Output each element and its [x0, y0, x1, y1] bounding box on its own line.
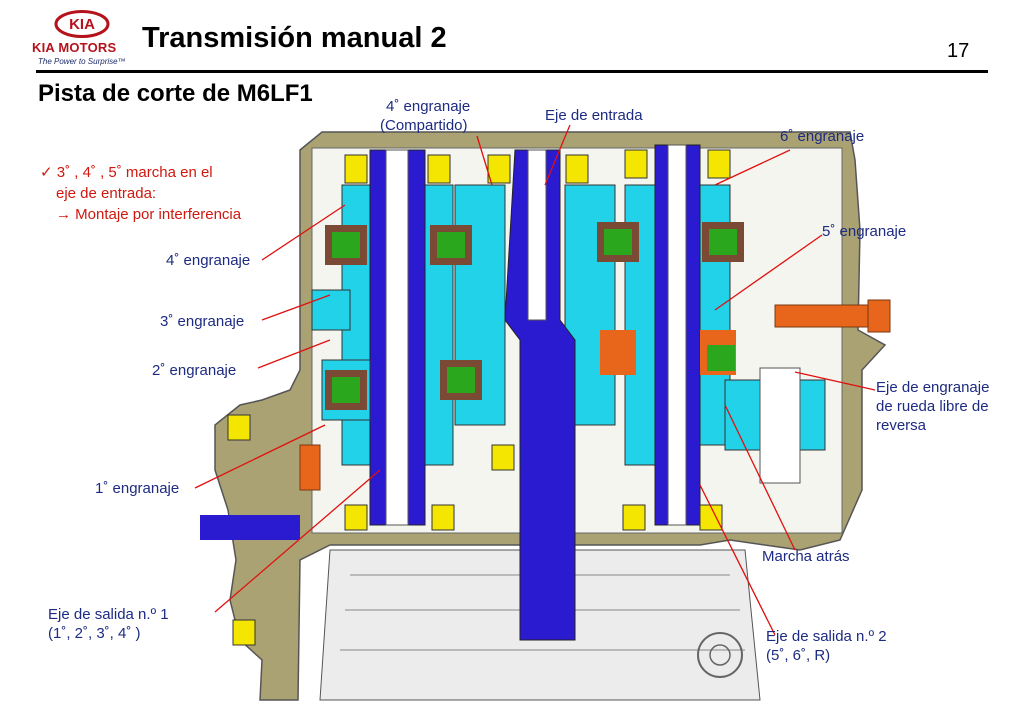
- label-gear3: 3˚ engranaje: [160, 313, 245, 330]
- label-gear4-shared: 4˚ engranaje (Compartido): [380, 98, 471, 134]
- slide-subtitle: Pista de corte de M6LF1: [38, 80, 313, 107]
- bearings: [227, 149, 731, 646]
- page-number: 17: [947, 40, 970, 62]
- label-input-shaft: Eje de entrada: [545, 107, 643, 124]
- label-gear1: 1˚ engranaje: [95, 480, 180, 497]
- title-divider: [36, 70, 988, 73]
- note-line-1: ✓ 3˚ , 4˚ , 5˚ marcha en el: [40, 164, 213, 181]
- logo-tagline: The Power to Surprise™: [38, 57, 126, 66]
- label-output-shaft-2: Eje de salida n.º 2 (5˚, 6˚, R): [766, 628, 887, 664]
- output-shaft-2: [624, 144, 826, 526]
- note-line-2: eje de entrada:: [56, 185, 157, 202]
- synchronizers: [325, 222, 744, 410]
- interference-fit-note: ✓ 3˚ , 4˚ , 5˚ marcha en el eje de entra…: [40, 162, 241, 225]
- logo-brand-word: KIA: [69, 16, 95, 33]
- label-gear2: 2˚ engranaje: [152, 362, 237, 379]
- label-output-shaft-1: Eje de salida n.º 1 (1˚, 2˚, 3˚, 4˚ ): [48, 606, 169, 642]
- label-reverse: Marcha atrás: [762, 548, 850, 565]
- logo-company-name: KIA MOTORS: [32, 40, 117, 55]
- label-gear4: 4˚ engranaje: [166, 252, 251, 269]
- label-gear6: 6˚ engranaje: [780, 128, 865, 145]
- callout-leader-lines: [194, 124, 876, 636]
- label-gear5: 5˚ engranaje: [822, 223, 907, 240]
- slide-title: Transmisión manual 2: [142, 22, 447, 54]
- kia-motors-logo: KIA KIA MOTORS The Power to Surprise™: [32, 10, 132, 70]
- reverse-idler-bolt: [299, 299, 891, 491]
- note-line-3: → Montaje por interferencia: [56, 206, 242, 223]
- label-reverse-idler-shaft: Eje de engranaje de rueda libre de rever…: [876, 379, 990, 434]
- kia-oval-emblem: KIA: [54, 10, 110, 38]
